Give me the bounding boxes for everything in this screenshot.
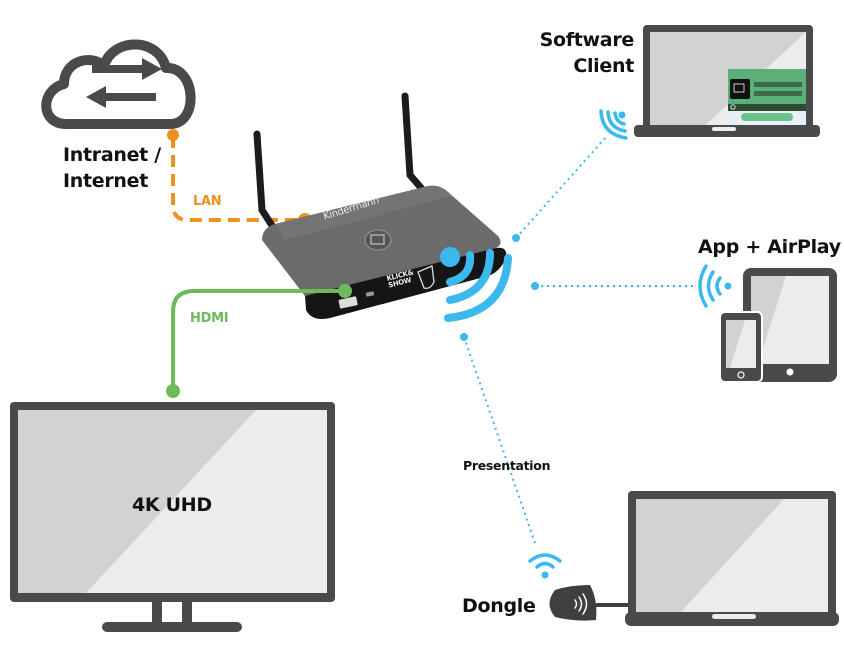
hdmi-label: HDMI xyxy=(190,311,229,326)
shield-logo-icon xyxy=(417,265,435,290)
laptop-icon xyxy=(634,25,820,137)
arrow-right-icon xyxy=(92,58,162,80)
dongle-label: Dongle xyxy=(462,595,536,617)
antenna-right xyxy=(401,92,432,200)
presentation-label: Presentation xyxy=(463,458,551,473)
wireless-link-app xyxy=(531,282,696,290)
usb-cable xyxy=(596,603,628,607)
cloud-label-line2: Internet xyxy=(63,170,149,192)
client-app-window xyxy=(728,69,806,125)
hdmi-endpoint-box xyxy=(338,284,352,298)
wifi-broadcast-icon xyxy=(440,247,512,322)
laptop-icon-dongle xyxy=(625,491,839,626)
lan-endpoint-cloud xyxy=(167,129,179,141)
tv-label: 4K UHD xyxy=(132,494,212,516)
cloud-label-line1: Intranet / xyxy=(63,144,161,166)
smartphone-icon xyxy=(719,311,763,383)
antenna-left xyxy=(253,130,284,242)
arrow-left-icon xyxy=(86,86,156,108)
share-button-icon xyxy=(364,229,392,251)
app-airplay-label: App + AirPlay xyxy=(698,236,841,258)
tv-icon xyxy=(10,402,335,632)
micro-usb-port xyxy=(365,291,375,297)
wireless-link-client xyxy=(512,136,607,242)
hdmi-connection xyxy=(166,284,352,398)
tablet-icon xyxy=(743,268,837,382)
software-client-label-line1: Software xyxy=(539,29,635,51)
software-client-label: Software Client xyxy=(530,27,635,79)
cloud-exchange-icon xyxy=(41,39,196,129)
usb-dongle-icon xyxy=(549,585,628,621)
hdmi-endpoint-tv xyxy=(166,384,180,398)
cloud-label: Intranet / Internet xyxy=(63,142,161,194)
lan-label: LAN xyxy=(193,194,222,209)
base-unit xyxy=(253,92,507,319)
wireless-link-dongle xyxy=(460,333,536,544)
wifi-icon-dongle xyxy=(528,553,562,579)
lan-connection xyxy=(167,129,312,227)
client-enroll-button xyxy=(741,113,793,121)
wifi-icon-app xyxy=(698,264,732,308)
tv-stand xyxy=(102,622,242,632)
software-client-label-line2: Client xyxy=(573,55,634,77)
wifi-icon-client xyxy=(599,109,628,140)
usb-port xyxy=(338,296,358,309)
